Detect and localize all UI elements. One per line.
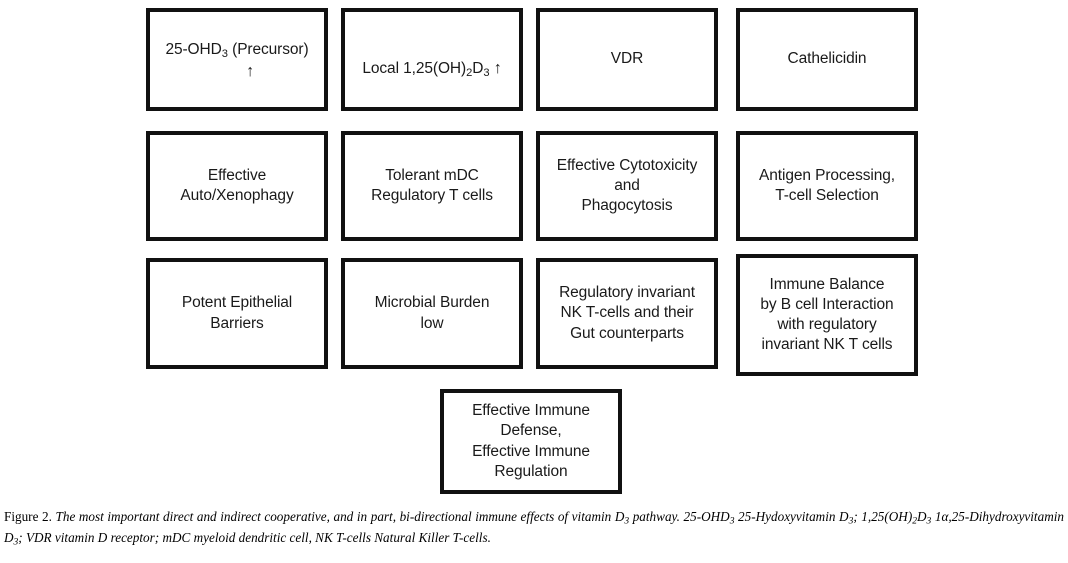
local125-label-mid: D — [472, 60, 484, 78]
caption-segment-1: The most important direct and indirect c… — [55, 509, 625, 524]
caption-segment-4: Hydoxyvitamin D — [755, 509, 849, 524]
up-arrow-icon: ↑ — [493, 59, 502, 78]
caption-segment-2: pathway. 25-OHD — [629, 509, 730, 524]
precursor-subscript: 3 — [221, 48, 228, 61]
node-text-local-calcitriol: Local 1,25(OH)2D3↑ — [356, 38, 507, 81]
caption-segment-6: D — [916, 509, 927, 524]
node-box-precursor: 25-OHD3 (Precursor) ↑ — [146, 8, 328, 111]
node-box-microbial-burden: Microbial Burden low — [341, 258, 523, 369]
node-text-vdr: VDR — [610, 50, 644, 68]
figure-diagram-canvas: 25-OHD3 (Precursor)↑ Local 1,25(OH)2D3↑ … — [146, 8, 918, 494]
node-box-auto-xenophagy: Effective Auto/Xenophagy — [146, 131, 328, 241]
caption-segment-8: ; VDR vitamin D receptor; mDC myeloid de… — [18, 530, 491, 546]
caption-sub-3d: 3 — [926, 516, 932, 527]
figure-caption-label: Figure 2. — [4, 509, 52, 524]
caption-segment-5: ; 1,25(OH) — [853, 509, 913, 524]
node-text-regulatory-nkt-gut: Regulatory invariant NK T-cells and thei… — [559, 284, 695, 342]
figure-caption: Figure 2. The most important direct and … — [4, 508, 1064, 550]
caption-sub-3a: 3 — [624, 516, 630, 527]
precursor-label-post: (Precursor) — [227, 41, 309, 59]
caption-segment-3: 25- — [734, 509, 756, 524]
node-text-cytotoxicity-phagocytosis: Effective Cytotoxicity and Phagocytosis — [556, 156, 698, 215]
node-text-auto-xenophagy: Effective Auto/Xenophagy — [180, 166, 294, 204]
node-box-local-calcitriol: Local 1,25(OH)2D3↑ — [341, 8, 523, 111]
caption-sub-3b: 3 — [729, 516, 735, 527]
node-text-precursor: 25-OHD3 (Precursor) ↑ — [159, 20, 314, 99]
node-text-immune-balance: Immune Balance by B cell Interaction wit… — [760, 275, 894, 354]
node-text-antigen-processing: Antigen Processing, T-cell Selection — [759, 166, 895, 204]
node-text-epithelial-barriers: Potent Epithelial Barriers — [181, 294, 293, 332]
node-box-antigen-processing: Antigen Processing, T-cell Selection — [736, 131, 918, 241]
node-text-microbial-burden: Microbial Burden low — [374, 294, 490, 332]
node-box-regulatory-nkt-gut: Regulatory invariant NK T-cells and thei… — [536, 258, 718, 369]
node-box-cathelicidin: Cathelicidin — [736, 8, 918, 111]
local125-subscript-3: 3 — [483, 67, 490, 80]
caption-sub-3e: 3 — [13, 537, 19, 548]
caption-sub-3c: 3 — [848, 516, 854, 527]
local125-label-pre: Local 1,25(OH) — [362, 60, 467, 78]
local125-subscript-2: 2 — [466, 67, 473, 80]
caption-sub-2: 2 — [912, 516, 917, 527]
node-text-cathelicidin: Cathelicidin — [787, 50, 867, 68]
caption-segment-7: 1α,25-Dihydroxyvitamin D — [4, 509, 1064, 546]
node-text-immune-defense-regulation: Effective Immune Defense, Effective Immu… — [472, 402, 590, 480]
precursor-label-pre: 25-OHD — [165, 41, 222, 59]
node-box-cytotoxicity-phagocytosis: Effective Cytotoxicity and Phagocytosis — [536, 131, 718, 241]
node-box-tolerant-mdc: Tolerant mDC Regulatory T cells — [341, 131, 523, 241]
node-box-epithelial-barriers: Potent Epithelial Barriers — [146, 258, 328, 369]
node-box-immune-balance: Immune Balance by B cell Interaction wit… — [736, 254, 918, 376]
up-arrow-icon: ↑ — [245, 61, 255, 80]
node-box-immune-defense-regulation: Effective Immune Defense, Effective Immu… — [440, 389, 622, 494]
node-text-tolerant-mdc: Tolerant mDC Regulatory T cells — [371, 166, 493, 204]
node-box-vdr: VDR — [536, 8, 718, 111]
